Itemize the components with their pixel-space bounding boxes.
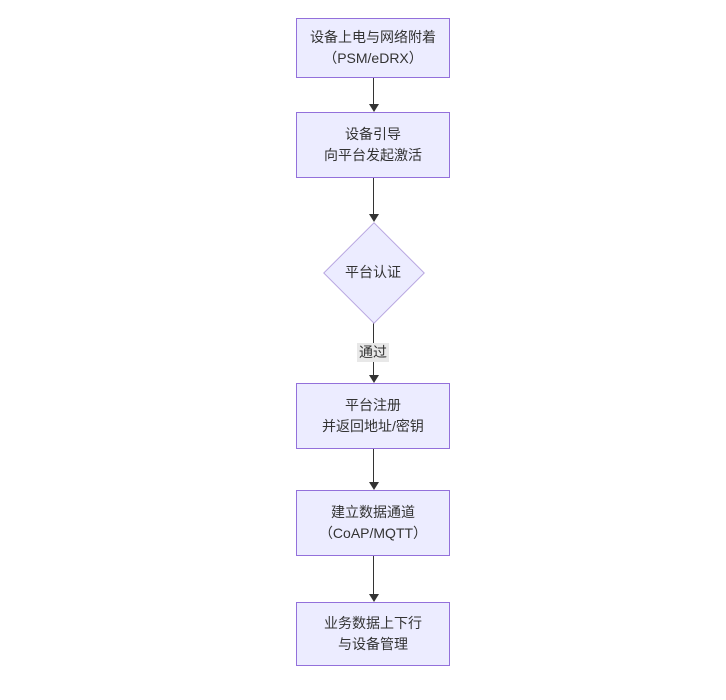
arrowhead-down-icon [368,104,379,112]
edge-d-e [368,449,379,490]
arrow-line [373,449,374,482]
flow-node-data-channel: 建立数据通道 （CoAP/MQTT） [296,490,450,556]
arrowhead-down-icon [368,214,379,222]
edge-b-c [368,178,379,222]
flow-node-business-data: 业务数据上下行 与设备管理 [296,602,450,666]
arrow-line [373,178,374,214]
flow-node-device-bootstrap: 设备引导 向平台发起激活 [296,112,450,178]
arrowhead-down-icon [368,375,379,383]
arrow-line [373,78,374,104]
flow-node-platform-auth-decision: 平台认证 [323,222,425,324]
arrowhead-down-icon [368,594,379,602]
node-text-line: 业务数据上下行 [324,615,422,631]
flow-node-device-power-on: 设备上电与网络附着 （PSM/eDRX） [296,18,450,78]
edge-e-f [368,556,379,602]
node-text-line: 向平台发起激活 [324,147,422,163]
arrowhead-down-icon [368,482,379,490]
node-text-line: （CoAP/MQTT） [318,525,428,541]
node-text-line: 与设备管理 [338,636,408,652]
flow-node-platform-register: 平台注册 并返回地址/密钥 [296,383,450,449]
edge-a-b [368,78,379,112]
arrow-line [373,556,374,594]
node-text-line: 平台注册 [345,397,401,413]
node-text-line: 平台认证 [345,264,401,280]
edge-label-pass: 通过 [357,343,389,362]
node-text-line: 建立数据通道 [331,504,415,520]
node-text-line: 并返回地址/密钥 [322,418,424,434]
node-text-line: 设备引导 [345,126,401,142]
node-text-line: 设备上电与网络附着 [310,29,436,45]
node-text-line: （PSM/eDRX） [323,50,423,66]
